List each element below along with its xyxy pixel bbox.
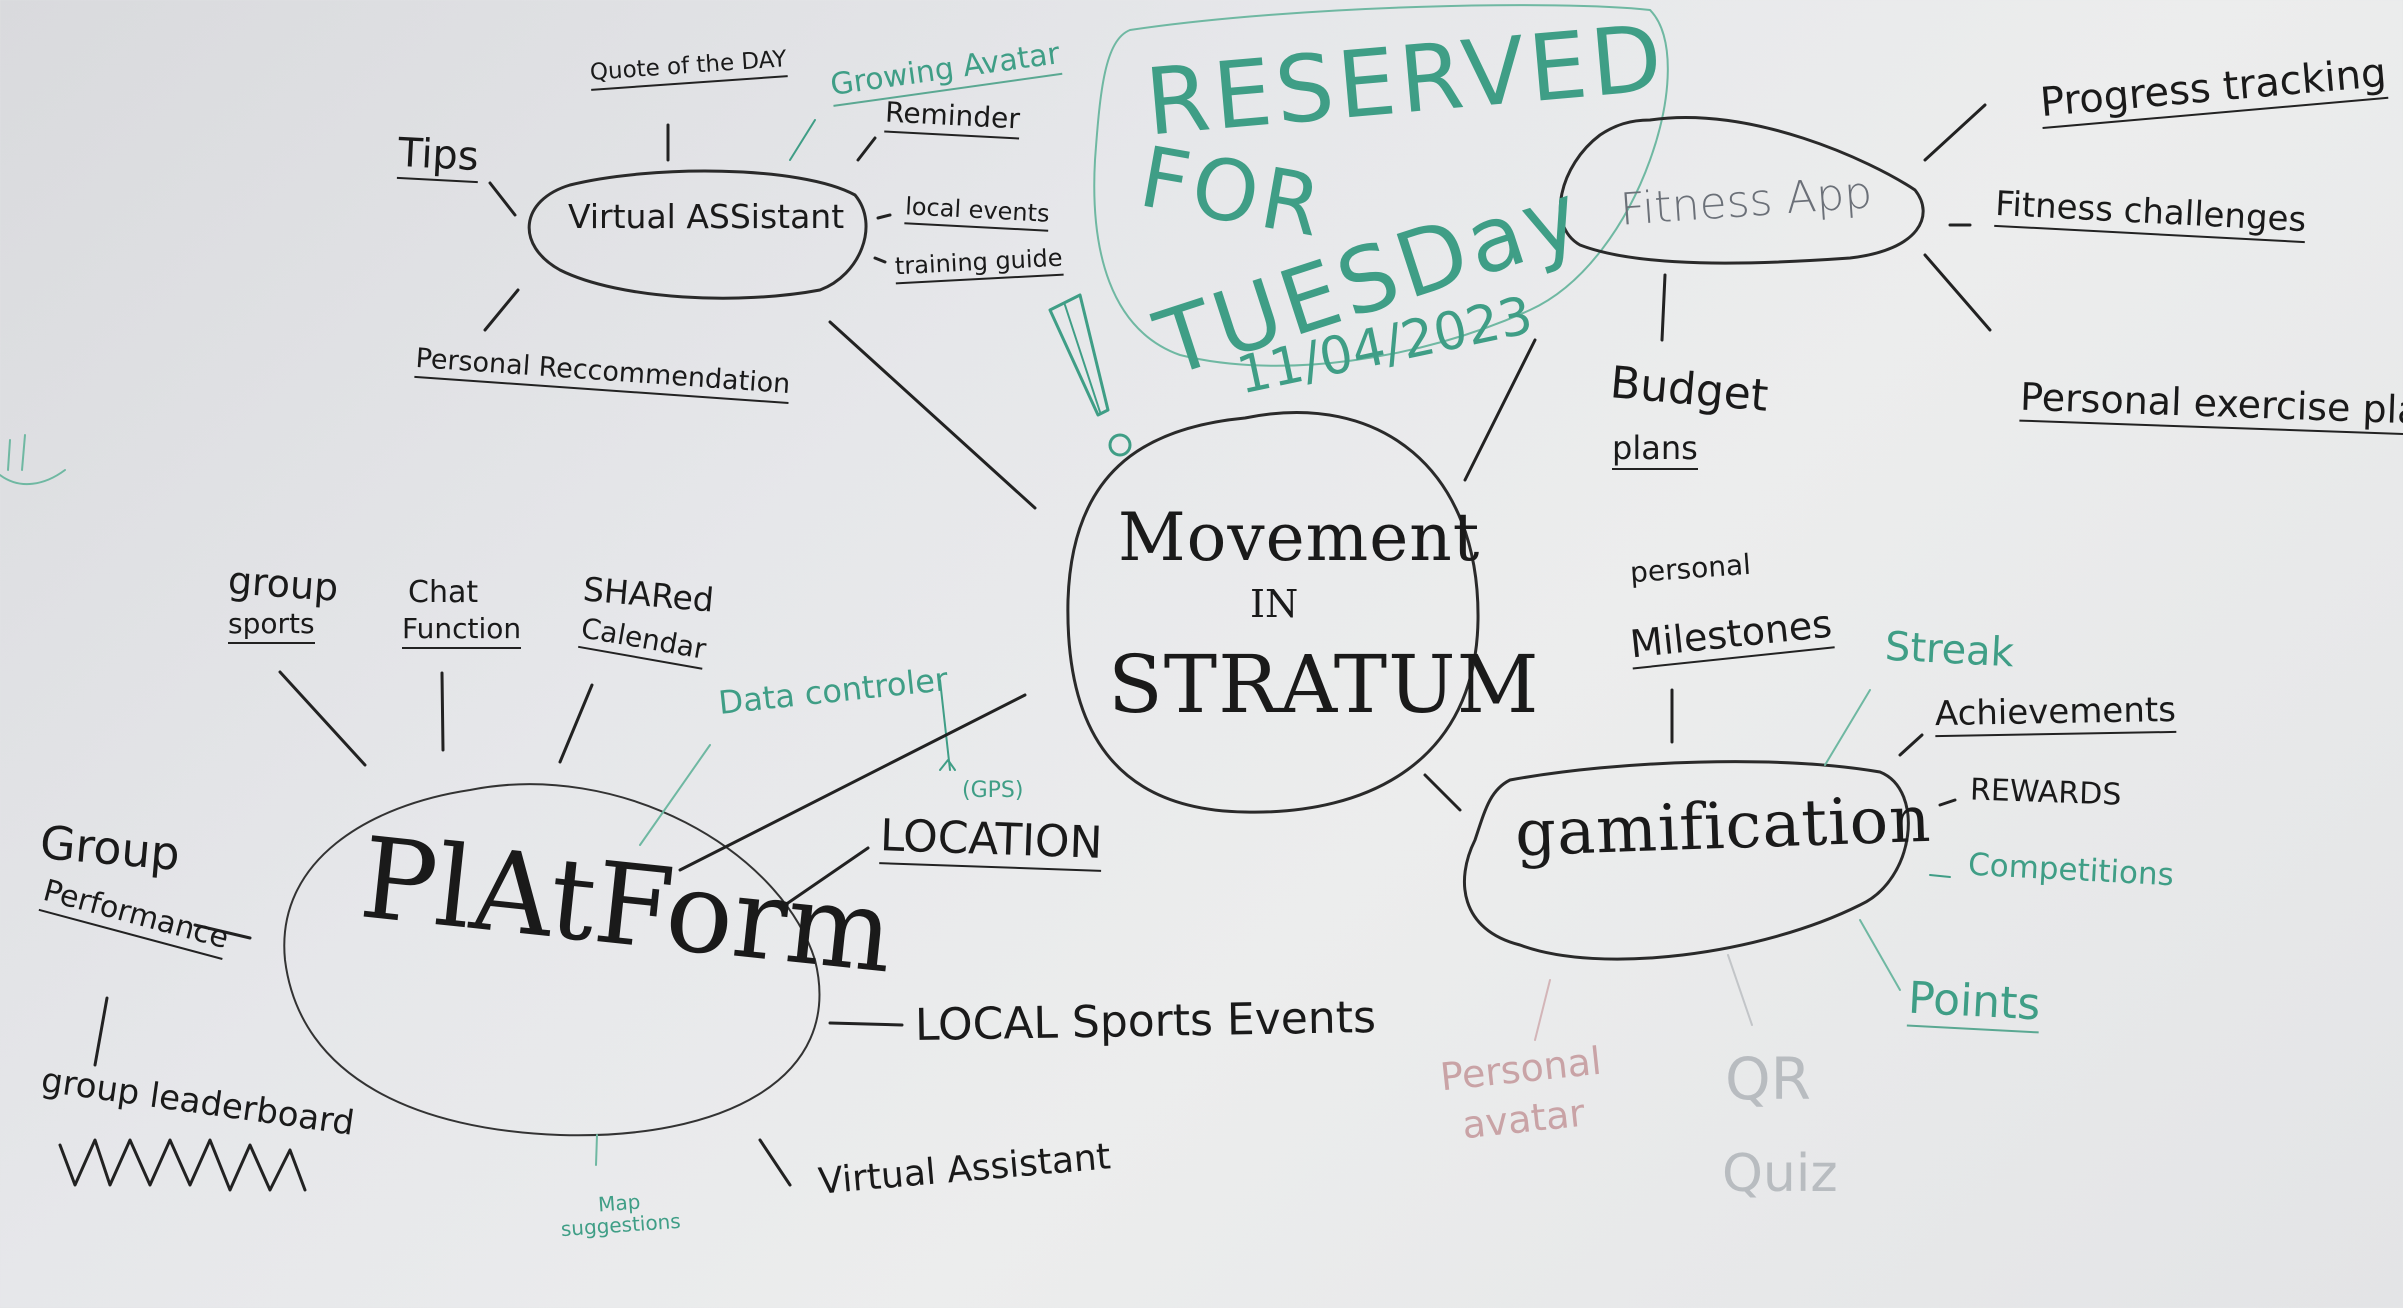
gamification-milestones-line1: personal <box>1628 547 1752 590</box>
platform-chat-line2: Function <box>402 615 522 649</box>
gamification-quiz: Quiz <box>1722 1144 1838 1204</box>
gamification-streak: Streak <box>1883 623 2016 677</box>
platform-chat-line1: Chat <box>408 575 479 610</box>
gamification-qr: QR <box>1725 1045 1811 1113</box>
gamification-title: gamification <box>1513 782 1933 872</box>
center-title-line3: STRATUM <box>1108 638 1540 731</box>
platform-group-performance-line1: Group <box>37 814 183 882</box>
va-title: Virtual ASSistant <box>568 197 845 236</box>
gamification-rewards: REWARDS <box>1969 772 2122 813</box>
platform-location: LOCATION <box>879 810 1103 872</box>
fitness-app-blob <box>1558 115 1925 265</box>
center-title-line2: IN <box>1250 582 1299 626</box>
exclamation-dot <box>1108 433 1132 457</box>
virtual-assistant-blob <box>527 169 868 300</box>
gamification-points: Points <box>1906 973 2042 1034</box>
center-circle <box>1066 411 1480 814</box>
fitness-budget-line2: plans <box>1612 432 1698 470</box>
leaderboard-squiggle <box>58 1138 307 1192</box>
platform-calendar-line1: SHARed <box>581 569 716 620</box>
platform-group-sports-line2: sports <box>228 610 315 644</box>
exclamation-mark <box>1048 293 1110 417</box>
gamification-blob <box>1463 760 1910 961</box>
platform-local-sports-events: LOCAL Sports Events <box>914 991 1377 1052</box>
fitness-budget-line1: Budget <box>1608 357 1771 422</box>
reserved-cloud <box>1093 4 1669 367</box>
gamification-achievements: Achievements <box>1935 690 2177 738</box>
platform-ellipse <box>283 783 821 1137</box>
va-tips: Tips <box>396 130 480 184</box>
center-title-line1: Movement <box>1118 499 1481 576</box>
va-reminder: Reminder <box>884 96 1021 140</box>
platform-gps: (GPS) <box>962 778 1024 803</box>
platform-group-sports-line1: group <box>226 558 340 610</box>
platform-map-suggestions: Map suggestions <box>560 1189 682 1242</box>
